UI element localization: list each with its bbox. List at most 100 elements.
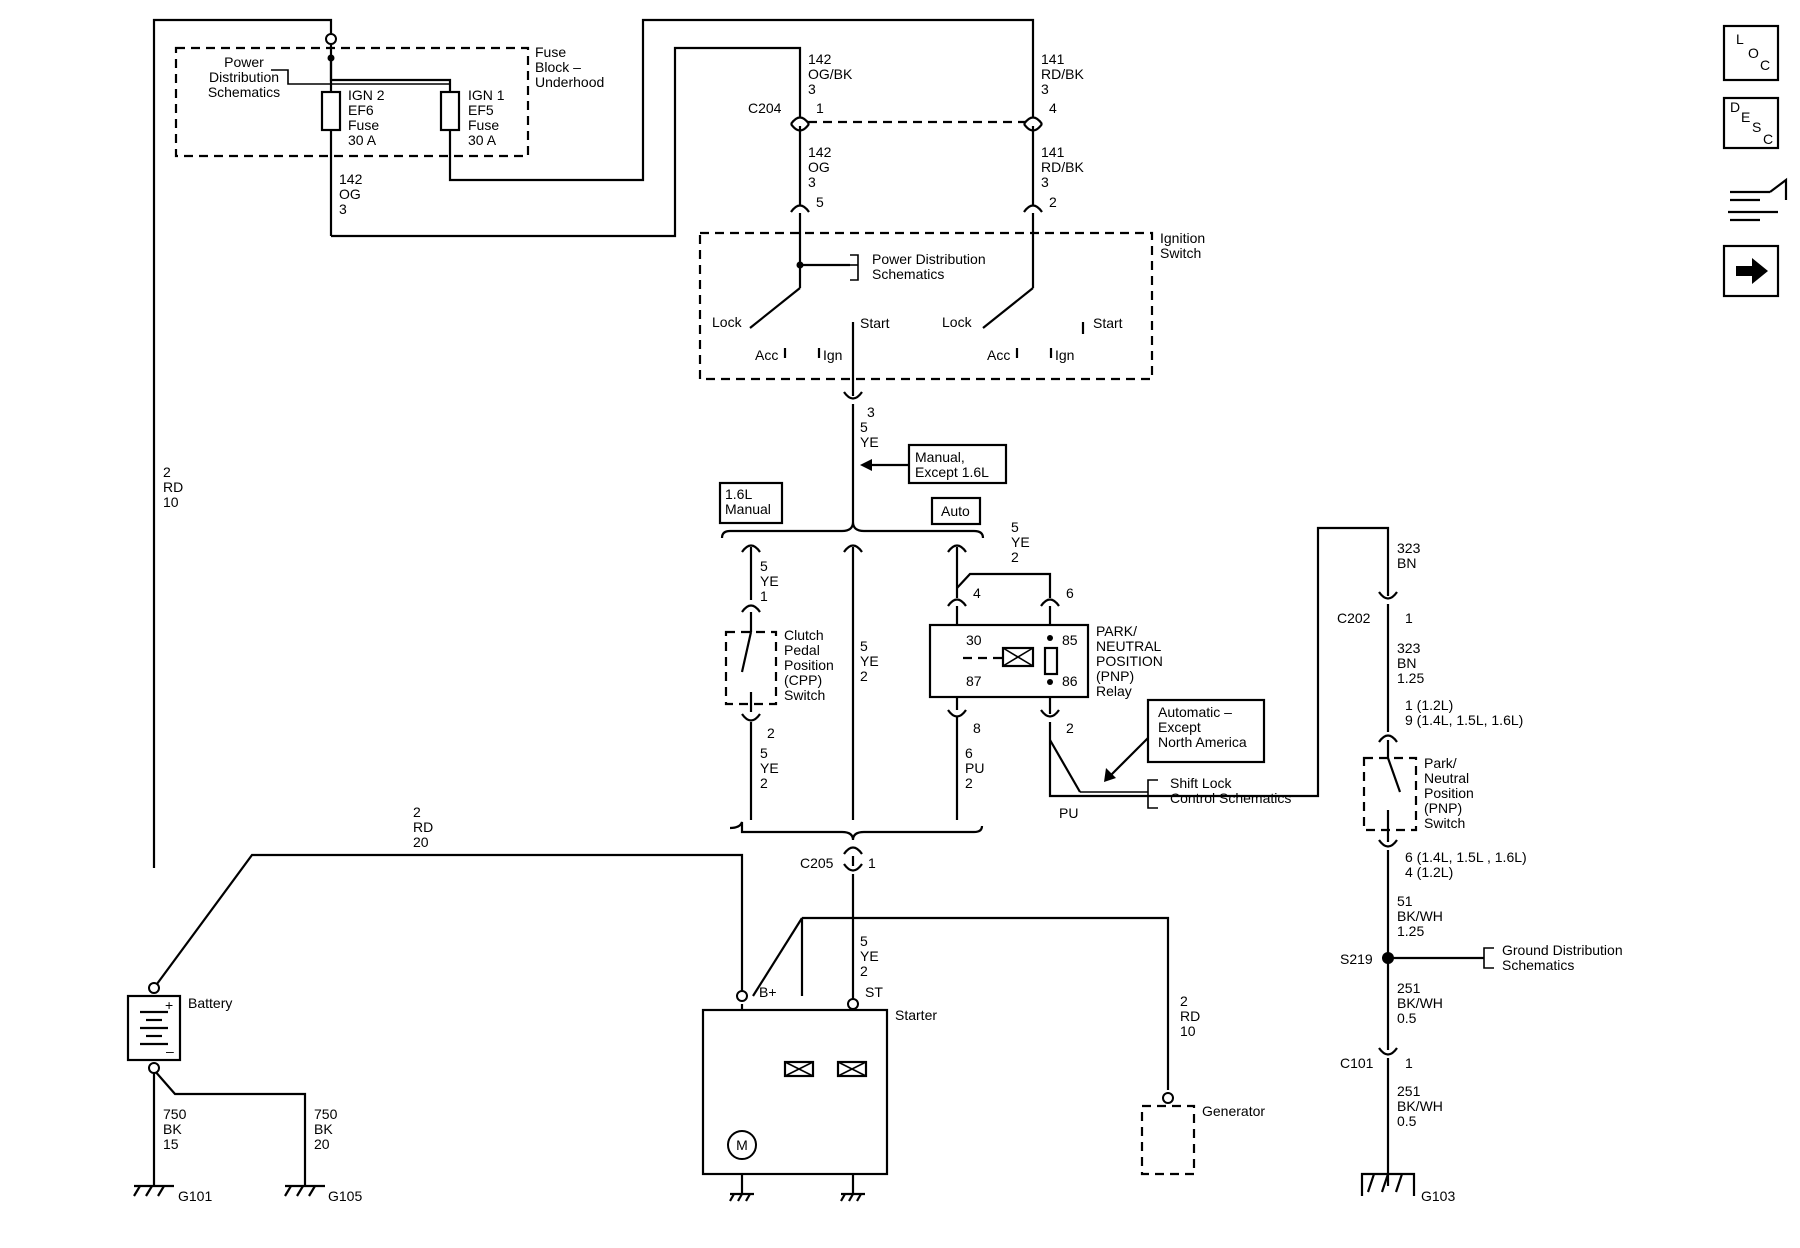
cpp-switch-label-line-5: Switch [784,687,825,703]
wire-323-bn-125-line-3: 1.25 [1397,670,1424,686]
wire-5-ye-2-cpp-line-2: YE [760,760,779,776]
ign-acc-left: Acc [755,347,778,363]
wire-5-ye-1-cpp-line-1: 5 [760,558,768,574]
wire-251-bkwh-b-line-1: 251 [1397,1083,1421,1099]
relay-pin-8: 8 [973,720,981,736]
wire-5-ye-2-st-line-1: 5 [860,933,868,949]
fuse-ign2-label-line-1: IGN 2 [348,87,385,103]
option-manual-except-line-2: Except 1.6L [915,464,989,480]
fuse-block-title-line-1: Fuse [535,44,566,60]
shift-lock-label-line-1: Shift Lock [1170,775,1232,791]
starter-bplus-label: B+ [759,984,777,1000]
fuse-power-dist-label-line-2: Distribution [209,69,279,85]
ground-dist-label-line-1: Ground Distribution [1502,942,1623,958]
connector-c204: C204 [748,100,782,116]
ignition-switch-title-line-1: Ignition [1160,230,1205,246]
ignition-power-dist-label-line-2: Schematics [872,266,944,282]
wire-323-bn-125-line-2: BN [1397,655,1416,671]
cpp-switch-label-line-4: (CPP) [784,672,822,688]
wire-750-bk-15-line-3: 15 [163,1136,179,1152]
option-manual-except-line-1: Manual, [915,449,965,465]
fuse-block-title-line-3: Underhood [535,74,604,90]
wire-6-pu-2-line-3: 2 [965,775,973,791]
desc-letter-3: S [1752,119,1761,135]
wire-141-rdbk-line-2: RD/BK [1041,159,1084,175]
option-16-manual-line-1: 1.6L [725,486,752,502]
ign-pin-2: 2 [1049,194,1057,210]
pnp-switch-pins-bottom-line-2: 4 (1.2L) [1405,864,1453,880]
wire-142-og-line-2: OG [808,159,830,175]
wire-5-ye-2-cpp-line-3: 2 [760,775,768,791]
fuse-ign1-label-line-4: 30 A [468,132,497,148]
cpp-switch-label-line-2: Pedal [784,642,820,658]
wire-750-bk-20-line-2: BK [314,1121,333,1137]
wire-5-ye-2-cpp-line-1: 5 [760,745,768,761]
fuse-ign2-label-line-4: 30 A [348,132,377,148]
battery [126,982,182,1074]
wire-750-bk-20-line-3: 20 [314,1136,330,1152]
relay-terminal-87: 87 [966,673,982,689]
starter [701,990,889,1203]
option-auto-except-na-line-2: Except [1158,719,1201,735]
wire-51-bkwh-line-3: 1.25 [1397,923,1424,939]
wire-251-bkwh-b-line-2: BK/WH [1397,1098,1443,1114]
connector-c202: C202 [1337,610,1371,626]
loc-button[interactable] [1722,24,1780,82]
wire-6-pu-2-line-1: 6 [965,745,973,761]
wire-2-rd-10-left-line-1: 2 [163,464,171,480]
ign-acc-right: Acc [987,347,1010,363]
pnp-switch-label-line-5: Switch [1424,815,1465,831]
relay-terminal-30: 30 [966,632,982,648]
wire-5-ye-2-relay-line-1: 5 [1011,519,1019,535]
relay-pin-6: 6 [1066,585,1074,601]
wire-750-bk-15-line-2: BK [163,1121,182,1137]
battery-minus: – [166,1043,174,1059]
wire-5-ye-2-st-line-3: 2 [860,963,868,979]
wire-750-bk-15-line-1: 750 [163,1106,187,1122]
wire-5-ye-2-center-line-3: 2 [860,668,868,684]
ign-out-pin-3: 3 [867,404,875,420]
desc-letter-1: D [1730,99,1740,115]
wire-142-og-top-line-3: 3 [339,201,347,217]
cpp-pin-2: 2 [767,725,775,741]
wire-141-rdbk-line-3: 3 [1041,174,1049,190]
wire-2-rd-20-line-2: RD [413,819,433,835]
relay-pin-4: 4 [973,585,981,601]
ignition-switch [698,231,1154,381]
arrow-right-icon [1736,258,1768,284]
fuse-power-dist-label-line-3: Schematics [208,84,280,100]
generator-label: Generator [1202,1103,1265,1119]
ign-ign-left: Ign [823,347,842,363]
ground-dist [1382,947,1494,969]
wire-142-og-line-3: 3 [808,174,816,190]
generator [1140,1092,1196,1176]
starter-label: Starter [895,1007,937,1023]
ign-start-left: Start [860,315,890,331]
wire-323-bn-line-1: 323 [1397,540,1421,556]
desc-button[interactable] [1722,96,1780,150]
connector-icon[interactable] [1728,177,1788,222]
loc-letter-2: O [1748,45,1759,61]
splice-s219: S219 [1340,951,1373,967]
grounds [132,1172,1416,1198]
wire-141-rdbk-top-line-1: 141 [1041,51,1065,67]
wire-5-ye-2-st-line-2: YE [860,948,879,964]
wire-142-og-top-line-2: OG [339,186,361,202]
pnp-switch-label-line-4: (PNP) [1424,800,1462,816]
ign-ign-right: Ign [1055,347,1074,363]
c204-pin-1: 1 [816,100,824,116]
wire-251-bkwh-b-line-3: 0.5 [1397,1113,1417,1129]
wire-2-rd-10-gen-line-3: 10 [1180,1023,1196,1039]
wire-5-ye-main-line-2: YE [860,434,879,450]
wire-323-bn-line-2: BN [1397,555,1416,571]
wire-142-ogbk-line-1: 142 [808,51,832,67]
wire-2-rd-20-line-1: 2 [413,804,421,820]
wire-141-rdbk-top-line-2: RD/BK [1041,66,1084,82]
ignition-switch-title-line-2: Switch [1160,245,1201,261]
option-auto-except-na-line-1: Automatic – [1158,704,1232,720]
connector-c205: C205 [800,855,834,871]
wire-142-ogbk-line-3: 3 [808,81,816,97]
wire-251-bkwh-a-line-2: BK/WH [1397,995,1443,1011]
pnp-switch-label-line-2: Neutral [1424,770,1469,786]
